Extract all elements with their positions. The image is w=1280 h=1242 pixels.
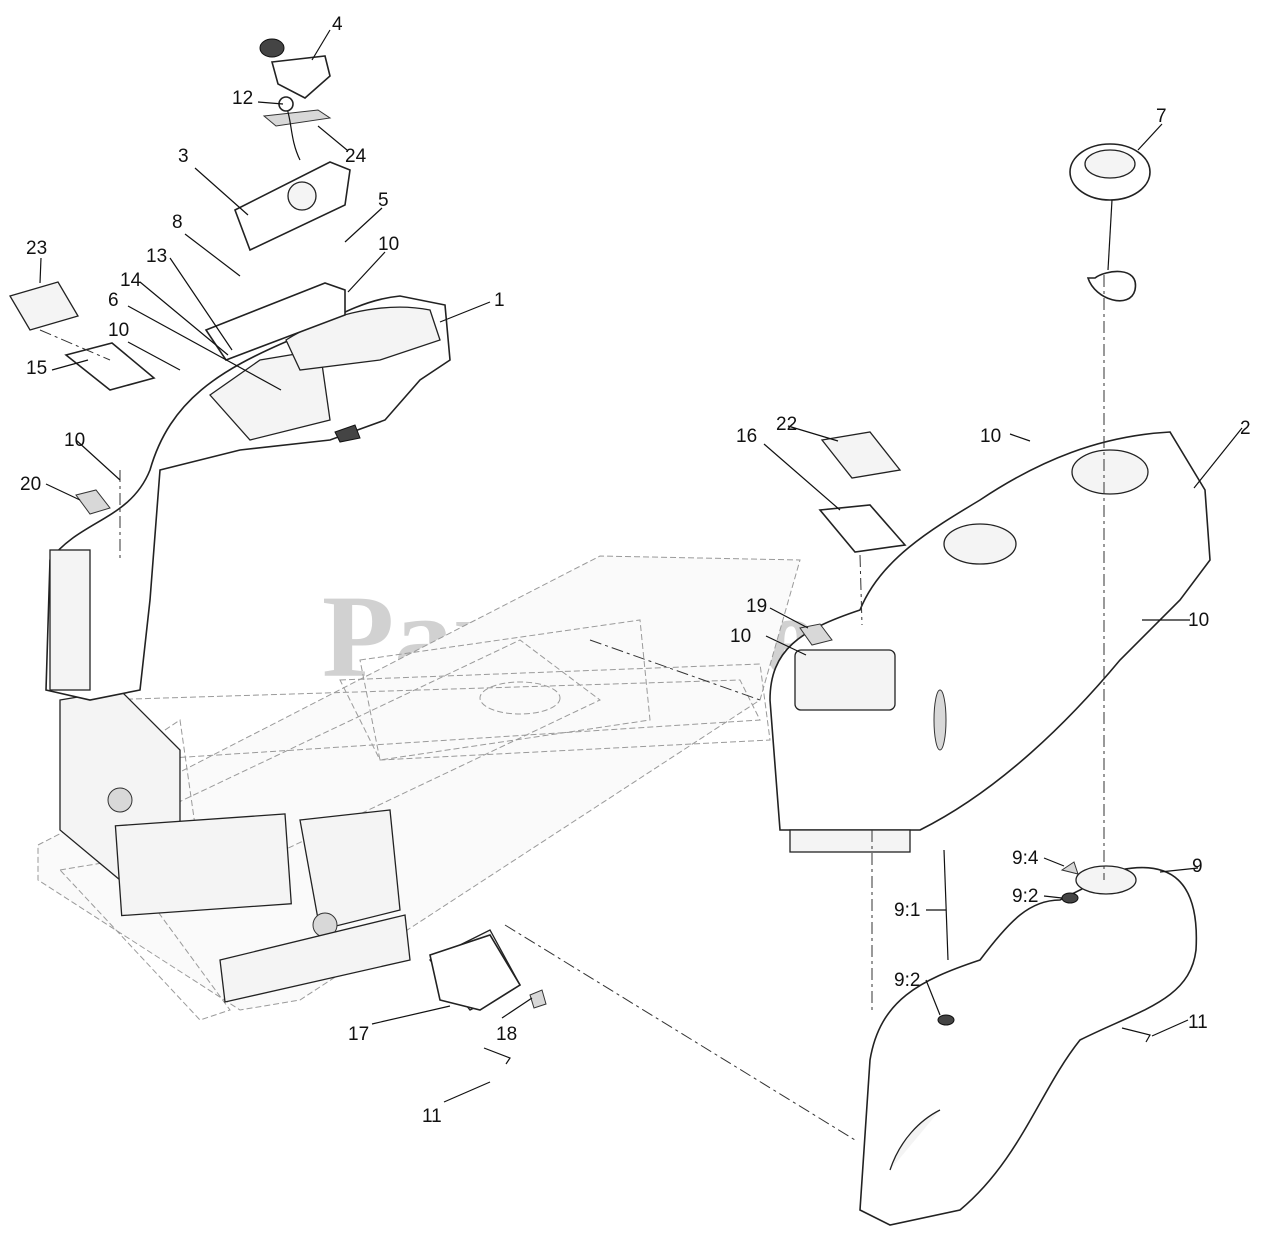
callout-18: 18: [496, 1024, 517, 1045]
callout-5: 5: [378, 190, 389, 211]
plate-part-15: [64, 342, 156, 391]
callout-9-4: 9:4: [1012, 848, 1039, 869]
callout-10-b: 10: [108, 320, 129, 341]
callout-7: 7: [1156, 106, 1167, 127]
grommet-part-9-2a: [937, 1014, 955, 1026]
callout-10-c: 10: [64, 430, 85, 451]
plate-3-hole: [287, 181, 317, 211]
panel-part-8: [204, 282, 346, 361]
fitting-part-9-4: [1060, 861, 1079, 875]
callout-22: 22: [776, 414, 797, 435]
callout-9-1: 9:1: [894, 900, 920, 921]
callout-4: 4: [332, 14, 343, 35]
decal-part-22: [820, 431, 902, 479]
callout-1: 1: [494, 290, 505, 311]
callout-11-a: 11: [422, 1106, 442, 1127]
callout-16: 16: [736, 426, 757, 447]
callout-2: 2: [1240, 418, 1251, 439]
bracket-part-17: [429, 934, 522, 1011]
callout-10-e: 10: [730, 626, 751, 647]
clip-part-11b: [1121, 1027, 1151, 1043]
callout-20: 20: [20, 474, 41, 495]
callout-24: 24: [345, 146, 367, 167]
callout-6: 6: [108, 290, 119, 311]
callout-9-2-b: 9:2: [894, 970, 920, 991]
plate-part-16: [818, 504, 907, 553]
right-console-part-2: [769, 431, 1211, 853]
callout-3: 3: [178, 146, 189, 167]
callout-8: 8: [172, 212, 183, 233]
tube-part-9-1: [943, 849, 949, 961]
grommet-part-9-2b: [1061, 892, 1079, 904]
callout-9: 9: [1192, 856, 1203, 877]
chassis-frame: [37, 555, 801, 1021]
left-console-part-1: [45, 295, 451, 701]
callout-10-d: 10: [980, 426, 1001, 447]
bracket-part-20: [75, 489, 111, 515]
fuel-cap-part-7: [1069, 143, 1151, 302]
callout-15: 15: [26, 358, 47, 379]
callout-19: 19: [746, 596, 767, 617]
clip-part-11a: [483, 1047, 511, 1065]
callout-10-a: 10: [378, 234, 399, 255]
callout-17: 17: [348, 1024, 369, 1045]
bolt-part-18: [529, 989, 547, 1009]
leader-lines: [39, 29, 1243, 1103]
callout-14: 14: [120, 270, 142, 291]
decal-part-24: [262, 109, 332, 127]
callout-13: 13: [146, 246, 167, 267]
callout-9-2-a: 9:2: [1012, 886, 1038, 907]
callout-11-b: 11: [1188, 1012, 1208, 1033]
callout-23: 23: [26, 238, 47, 259]
callout-10-f: 10: [1188, 610, 1209, 631]
bracket-part-19: [799, 623, 833, 646]
decal-part-23: [9, 281, 79, 331]
fuel-tank-part-9: [859, 865, 1198, 1226]
knob-part-4: [259, 38, 331, 99]
callout-12: 12: [232, 88, 253, 109]
